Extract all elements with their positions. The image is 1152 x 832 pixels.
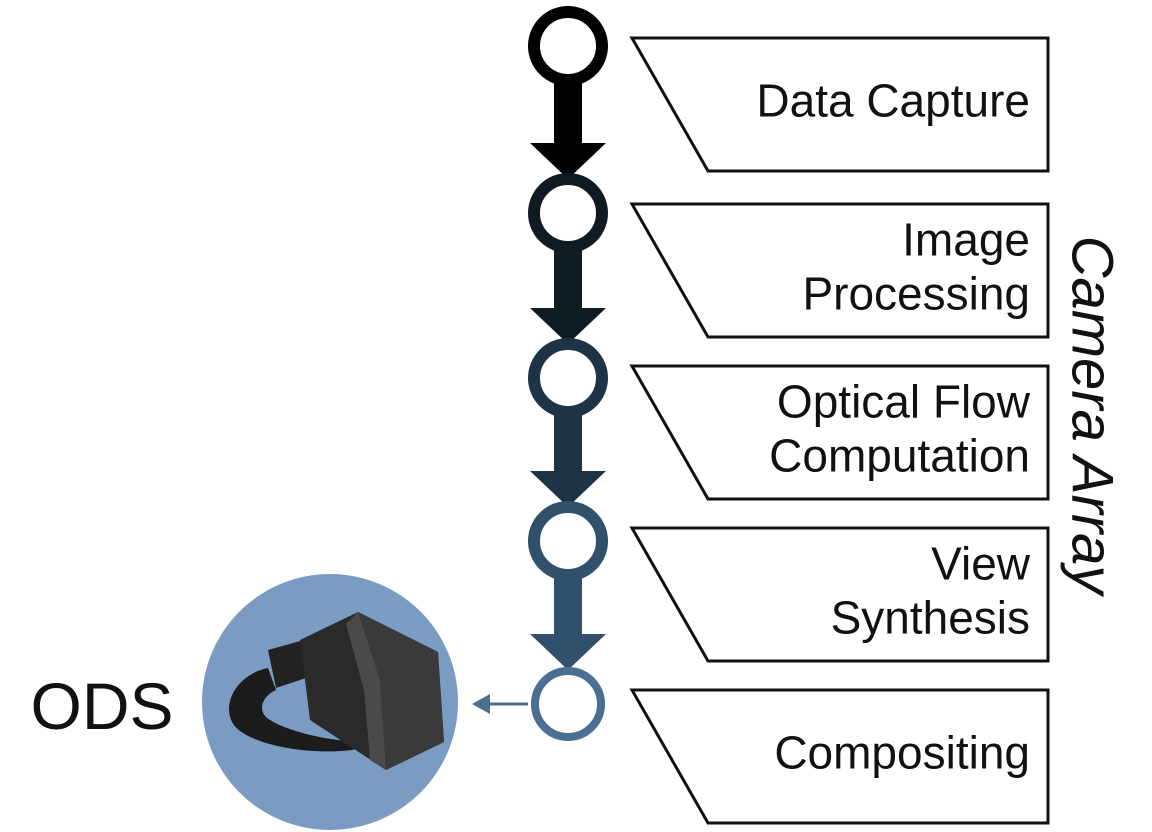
stage-node-5 — [531, 667, 605, 741]
stage-box-1: Data Capture — [629, 36, 1050, 173]
stage-label-line: Processing — [802, 268, 1030, 320]
stage-box-5: Compositing — [629, 688, 1050, 825]
stage-box-outline — [629, 36, 1050, 173]
stage-box-outline — [629, 364, 1050, 501]
headset-strap — [229, 668, 380, 752]
vr-headset-icon — [229, 612, 444, 770]
stage-arrow-4 — [530, 577, 606, 670]
output-arrow — [472, 694, 528, 714]
stage-box-outline — [629, 526, 1050, 663]
headset-ridge — [346, 612, 386, 770]
stage-label-line: Data Capture — [756, 75, 1030, 127]
stage-box-outline — [629, 688, 1050, 825]
stage-box-outline — [629, 202, 1050, 339]
headset-badge — [202, 574, 458, 830]
stage-label-line: Image — [902, 214, 1030, 266]
camera-array-title: Camera Array — [1060, 236, 1125, 598]
stage-label-line: Synthesis — [831, 592, 1030, 644]
stage-nodes — [528, 6, 608, 741]
stage-node-4 — [528, 501, 608, 581]
stage-arrows — [530, 82, 606, 670]
stage-label-line: Computation — [769, 430, 1030, 482]
stage-arrow-3 — [530, 414, 606, 507]
stage-node-2 — [528, 173, 608, 253]
stage-label-line: Optical Flow — [777, 376, 1031, 428]
stage-arrow-2 — [530, 249, 606, 344]
ods-label: ODS — [30, 669, 173, 743]
stage-label-line: View — [931, 538, 1031, 590]
stage-label-line: Compositing — [774, 727, 1030, 779]
stage-node-1 — [528, 6, 608, 86]
stage-node-3 — [528, 338, 608, 418]
headset-top-strap — [268, 640, 312, 688]
headset-front-face — [358, 612, 444, 770]
stage-arrow-1 — [530, 82, 606, 179]
